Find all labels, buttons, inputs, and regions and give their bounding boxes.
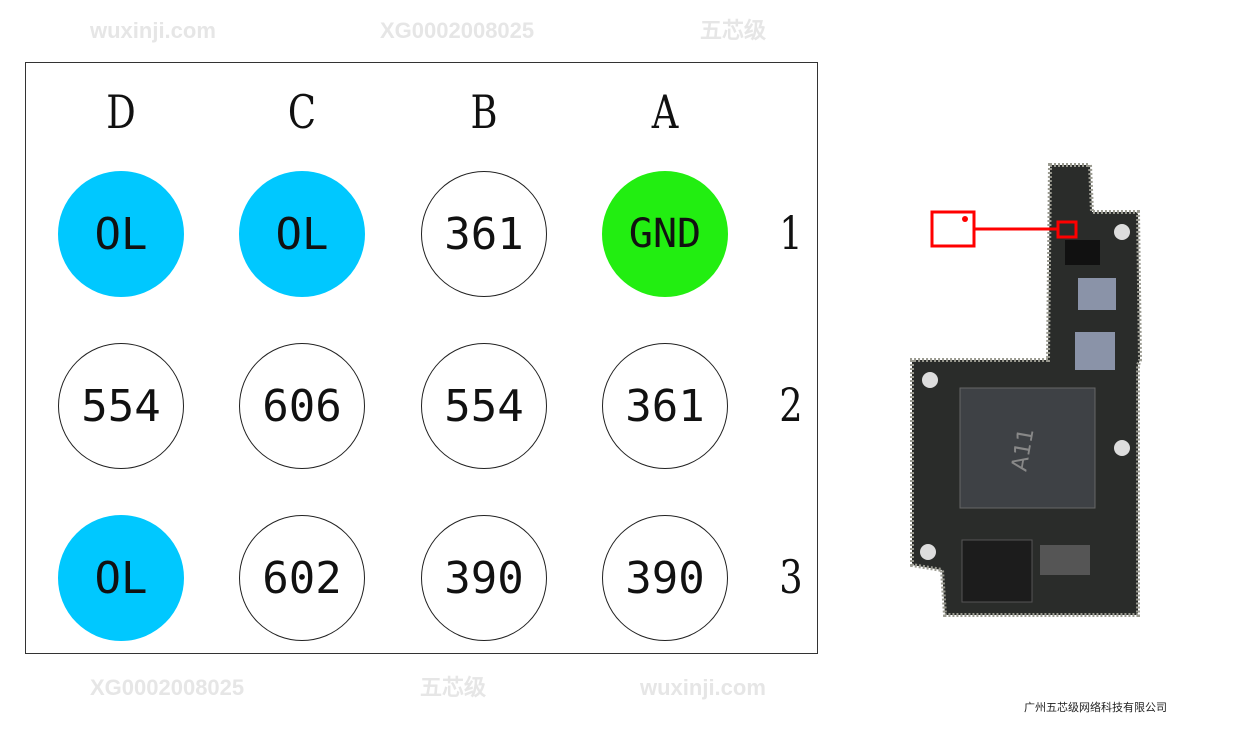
watermark-text: 五芯级 (700, 18, 767, 43)
row-label-3: 3 (779, 550, 803, 604)
pad-c3: 602 (239, 515, 365, 641)
pad-a1: GND (602, 171, 728, 297)
pad-c1: OL (239, 171, 365, 297)
row-label-1: 1 (779, 206, 803, 260)
pcb-board-image: A11 (910, 163, 1143, 617)
pad-b2: 554 (421, 343, 547, 469)
pad-d1: OL (58, 171, 184, 297)
a11-chip (959, 387, 1096, 509)
pad-b1: 361 (421, 171, 547, 297)
watermark-text: 五芯级 (420, 675, 487, 700)
watermark-text: wuxinji.com (640, 675, 766, 700)
zoom-highlight-box (930, 210, 976, 248)
target-location-box (1056, 220, 1078, 239)
watermark-text: XG0002008025 (90, 675, 245, 700)
pad-b3: 390 (421, 515, 547, 641)
column-label-b: B (470, 85, 498, 139)
column-label-a: A (651, 85, 679, 139)
pad-c2: 606 (239, 343, 365, 469)
pad-a3: 390 (602, 515, 728, 641)
company-footer: 广州五芯级网络科技有限公司 (1024, 701, 1167, 714)
watermark-text: XG0002008025 (380, 18, 535, 43)
pad-d2: 554 (58, 343, 184, 469)
watermark-text: wuxinji.com (90, 18, 216, 43)
row-label-2: 2 (779, 378, 803, 432)
column-label-d: D (106, 85, 136, 139)
column-label-c: C (287, 85, 317, 139)
pad-d3: OL (58, 515, 184, 641)
pad-a2: 361 (602, 343, 728, 469)
